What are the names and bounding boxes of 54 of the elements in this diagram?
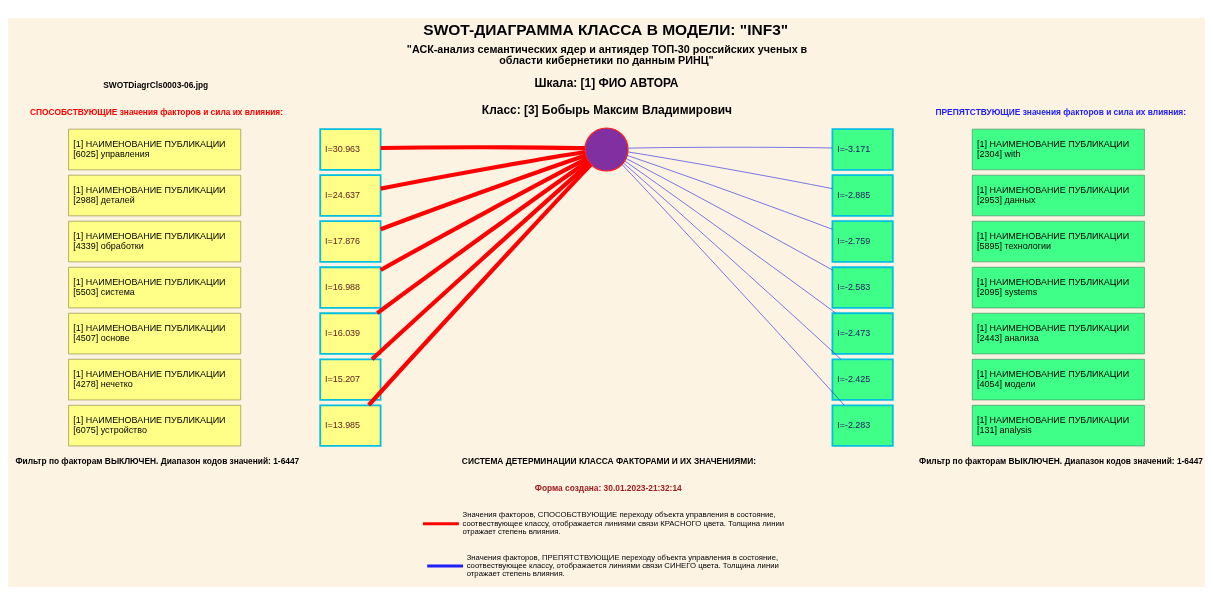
connector	[380, 153, 587, 232]
node-box: [1] НАИМЕНОВАНИЕ ПУБЛИКАЦИИ [5895] технологии	[972, 220, 1145, 263]
connector	[627, 151, 833, 189]
node-box: [1] НАИМЕНОВАНИЕ ПУБЛИКАЦИИ [2443] анализа	[972, 312, 1145, 355]
connector	[379, 156, 588, 272]
node-box: I=17.876	[319, 220, 382, 263]
node-box: [1] НАИМЕНОВАНИЕ ПУБЛИКАЦИИ [6075] устройство	[68, 405, 241, 447]
connector	[627, 155, 833, 230]
node-box: I=-3.171	[831, 128, 894, 171]
label: СИСТЕМА ДЕТЕРМИНАЦИИ КЛАССА ФАКТОРАМИ И ИХ ЗНАЧЕНИЯМИ:	[461, 455, 756, 466]
diagram-title: SWOT-ДИАГРАММА КЛАССА В МОДЕЛИ: "INF3"	[423, 20, 789, 38]
node-box: I=13.985	[319, 404, 382, 447]
node-box: [1] НАИМЕНОВАНИЕ ПУБЛИКАЦИИ [2953] данных	[972, 174, 1145, 217]
node-box: I=24.637	[319, 174, 382, 217]
connector	[380, 145, 586, 151]
connector	[627, 146, 833, 149]
node-box: [1] НАИМЕНОВАНИЕ ПУБЛИКАЦИИ [5503] система	[68, 266, 241, 309]
label: СПОСОБСТВУЮЩИЕ значения факторов и сила их влияния:	[30, 106, 284, 117]
connector	[621, 164, 845, 406]
node-box: [1] НАИМЕНОВАНИЕ ПУБЛИКАЦИИ [2304] with	[972, 128, 1145, 171]
connector	[624, 160, 837, 314]
node-box: [1] НАИМЕНОВАНИЕ ПУБЛИКАЦИИ [4278] нечетко	[68, 358, 241, 401]
label: Фильтр по факторам ВЫКЛЮЧЕН. Диапазон кодов значений: 1-6447	[15, 455, 300, 466]
node-box: [1] НАИМЕНОВАНИЕ ПУБЛИКАЦИИ [131] analysis	[972, 405, 1145, 447]
label: SWOTDiagrCls0003-06.jpg	[103, 79, 209, 90]
node-box: [1] НАИМЕНОВАНИЕ ПУБЛИКАЦИИ [4339] обработки	[68, 220, 241, 263]
connector	[370, 161, 591, 361]
label: Фильтр по факторам ВЫКЛЮЧЕН. Диапазон кодов значений: 1-6447	[919, 455, 1203, 466]
connector	[380, 149, 586, 191]
node-box: I=-2.473	[831, 312, 894, 355]
node-box: I=16.039	[319, 312, 382, 355]
node-box: I=15.207	[319, 358, 382, 401]
node-box: I=-2.283	[831, 404, 894, 447]
connector	[376, 159, 590, 315]
node-box: I=-2.885	[831, 174, 894, 217]
label: "АСК-анализ семантических ядер и антиядер ТОП-30 российских ученых в области кибернетики по данным РИНЦ"	[406, 42, 808, 66]
node-box: I=-2.583	[831, 266, 894, 309]
label: Форма создана: 30.01.2023-21:32:14	[534, 482, 682, 493]
node-box: I=-2.759	[831, 220, 894, 263]
node-box: [1] НАИМЕНОВАНИЕ ПУБЛИКАЦИИ [6025] управления	[68, 128, 241, 171]
node-box: [1] НАИМЕНОВАНИЕ ПУБЛИКАЦИИ [2988] деталей	[68, 174, 241, 217]
node-box: [1] НАИМЕНОВАНИЕ ПУБЛИКАЦИИ [2095] systems	[972, 266, 1145, 309]
node-box: I=-2.425	[831, 358, 894, 401]
node-box: I=30.963	[319, 128, 382, 171]
connector	[367, 163, 593, 407]
label: Класс: [3] Бобырь Максим Владимирович	[481, 103, 733, 118]
connector	[623, 162, 842, 360]
node-box: [1] НАИМЕНОВАНИЕ ПУБЛИКАЦИИ [4507] основе	[68, 312, 241, 355]
node-circle	[584, 127, 629, 172]
connector	[625, 158, 833, 271]
node-box: [1] НАИМЕНОВАНИЕ ПУБЛИКАЦИИ [4054] модели	[972, 358, 1145, 401]
label: ПРЕПЯТСТВУЮЩИЕ значения факторов и сила их влияния:	[935, 106, 1187, 117]
node-box: I=16.988	[319, 266, 382, 309]
label: Шкала: [1] ФИО АВТОРА	[534, 76, 679, 91]
